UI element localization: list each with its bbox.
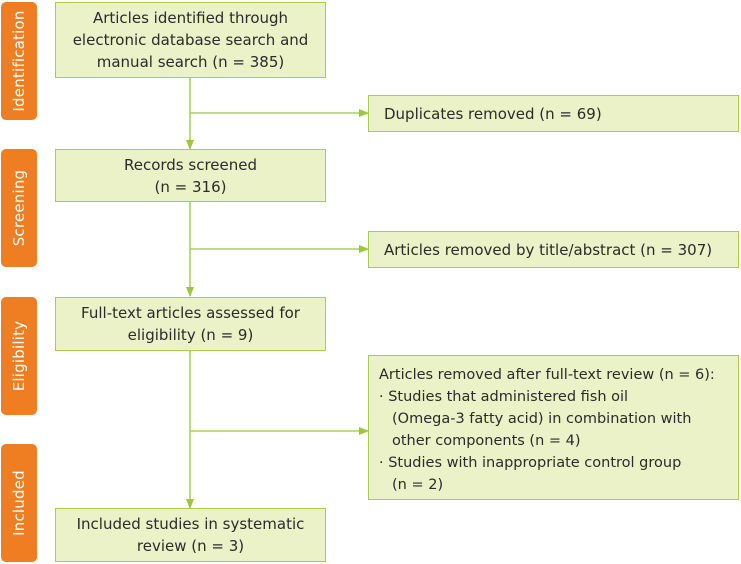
box-fulltext-line-1: Full-text articles assessed for bbox=[81, 304, 300, 322]
phase-screening: Screening bbox=[1, 149, 37, 267]
box-screened-line-1: Records screened bbox=[123, 155, 258, 174]
box-screened-line-2: (n = 316) bbox=[154, 177, 227, 196]
box-included-line-2: review (n = 3) bbox=[136, 537, 245, 555]
box-included-line-1: Included studies in systematic bbox=[76, 515, 305, 533]
exclusion-item-1-cont-2: other components (n = 4) bbox=[392, 433, 581, 449]
box-duplicates-text: Duplicates removed (n = 69) bbox=[384, 104, 602, 123]
phase-identification: Identification bbox=[1, 2, 37, 120]
exclusion-item-1-cont-1: (Omega-3 fatty acid) in combination with bbox=[392, 411, 692, 427]
box-removed-title: Articles removed by title/abstract (n = … bbox=[368, 231, 739, 268]
box-identified-line-2: electronic database search and bbox=[72, 31, 309, 49]
exclusion-item-1: · Studies that administered fish oil bbox=[379, 389, 629, 405]
phase-included: Included bbox=[1, 444, 37, 562]
box-identified-line-1: Articles identified through bbox=[92, 9, 289, 27]
exclusion-item-2: · Studies with inappropriate control gro… bbox=[379, 455, 682, 471]
box-identified: Articles identified through electronic d… bbox=[55, 2, 326, 78]
phase-eligibility: Eligibility bbox=[1, 297, 37, 415]
box-screened: Records screened (n = 316) bbox=[55, 149, 326, 202]
box-included: Included studies in systematic review (n… bbox=[55, 508, 326, 562]
box-removed-fulltext: Articles removed after full-text review … bbox=[368, 355, 739, 500]
box-removed-title-text: Articles removed by title/abstract (n = … bbox=[384, 240, 713, 259]
exclusion-item-2-cont-1: (n = 2) bbox=[392, 477, 444, 493]
box-fulltext-line-2: eligibility (n = 9) bbox=[127, 326, 254, 344]
box-removed-fulltext-title: Articles removed after full-text review … bbox=[379, 367, 715, 383]
box-duplicates: Duplicates removed (n = 69) bbox=[368, 95, 739, 132]
box-identified-line-3: manual search (n = 385) bbox=[96, 53, 285, 71]
box-fulltext: Full-text articles assessed for eligibil… bbox=[55, 297, 326, 351]
